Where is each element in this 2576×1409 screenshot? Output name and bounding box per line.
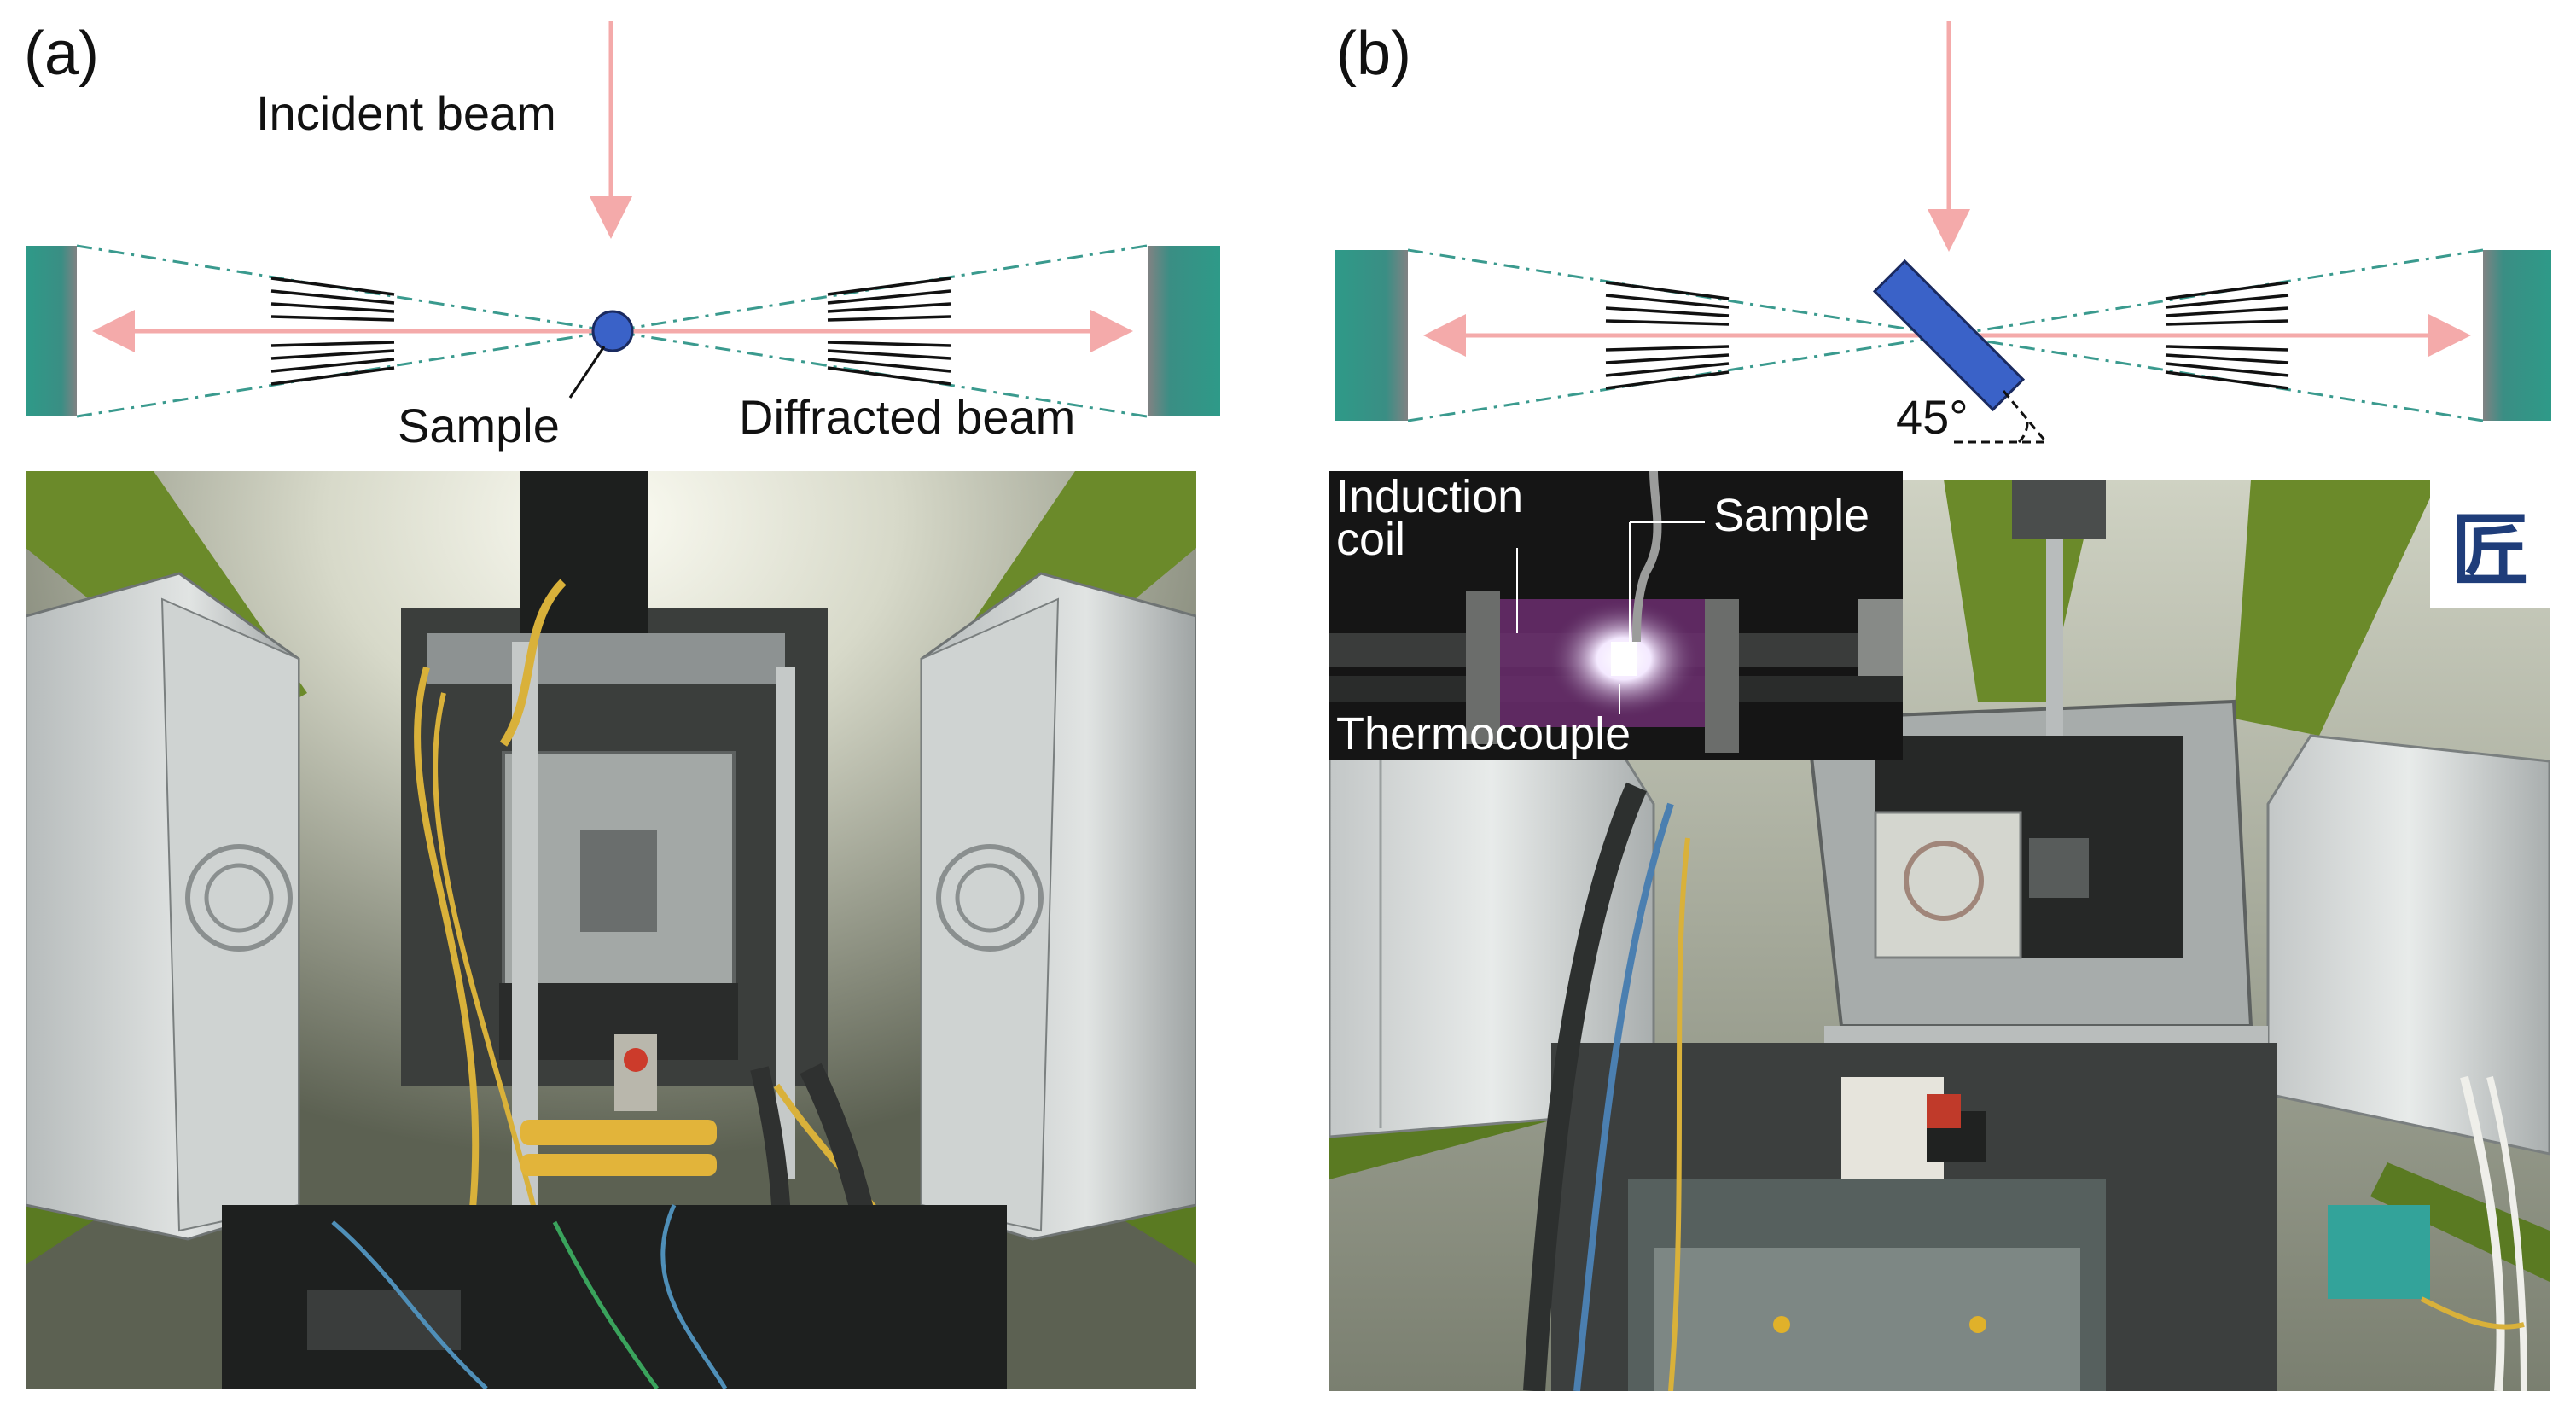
panel-b-letter: (b) bbox=[1336, 20, 1411, 88]
sample-pointer bbox=[568, 346, 606, 399]
panel-b-schematic bbox=[1335, 21, 2551, 444]
sample-circle bbox=[591, 310, 634, 352]
diffraction-lines-left-b bbox=[1605, 281, 1730, 390]
panel-b: (b) bbox=[1305, 0, 2576, 1409]
inset-induction-label-2: coil bbox=[1336, 514, 1406, 565]
detector-right-b bbox=[2483, 250, 2551, 421]
detector-left bbox=[26, 246, 77, 416]
incident-beam-label: Incident beam bbox=[256, 86, 556, 140]
sample-label: Sample bbox=[398, 399, 560, 452]
angle-label: 45° bbox=[1896, 390, 1968, 444]
inset-sample-label: Sample bbox=[1713, 490, 1870, 541]
photo-a-instrument bbox=[26, 471, 1196, 1389]
photo-b-instrument bbox=[1329, 480, 2550, 1391]
angle-indicator bbox=[1954, 390, 2048, 444]
inset-induction-label-1: Induction bbox=[1336, 471, 1524, 522]
detector-right bbox=[1148, 246, 1220, 416]
diffraction-lines-left bbox=[270, 277, 395, 386]
panel-a-schematic bbox=[26, 21, 1220, 418]
diffraction-lines-right-b bbox=[2165, 281, 2289, 390]
takumi-logo: 匠 bbox=[2430, 480, 2550, 608]
inset-photo-induction-coil: Induction coil Sample Thermocouple bbox=[1329, 471, 1903, 760]
panel-a: (a) bbox=[0, 0, 1246, 1409]
takumi-logo-glyph: 匠 bbox=[2450, 504, 2529, 597]
panel-a-letter: (a) bbox=[24, 20, 99, 88]
inset-thermocouple-label: Thermocouple bbox=[1336, 708, 1631, 760]
detector-left-b bbox=[1335, 250, 1408, 421]
diffraction-lines-right bbox=[827, 277, 951, 386]
diffracted-beam-label: Diffracted beam bbox=[739, 390, 1076, 444]
